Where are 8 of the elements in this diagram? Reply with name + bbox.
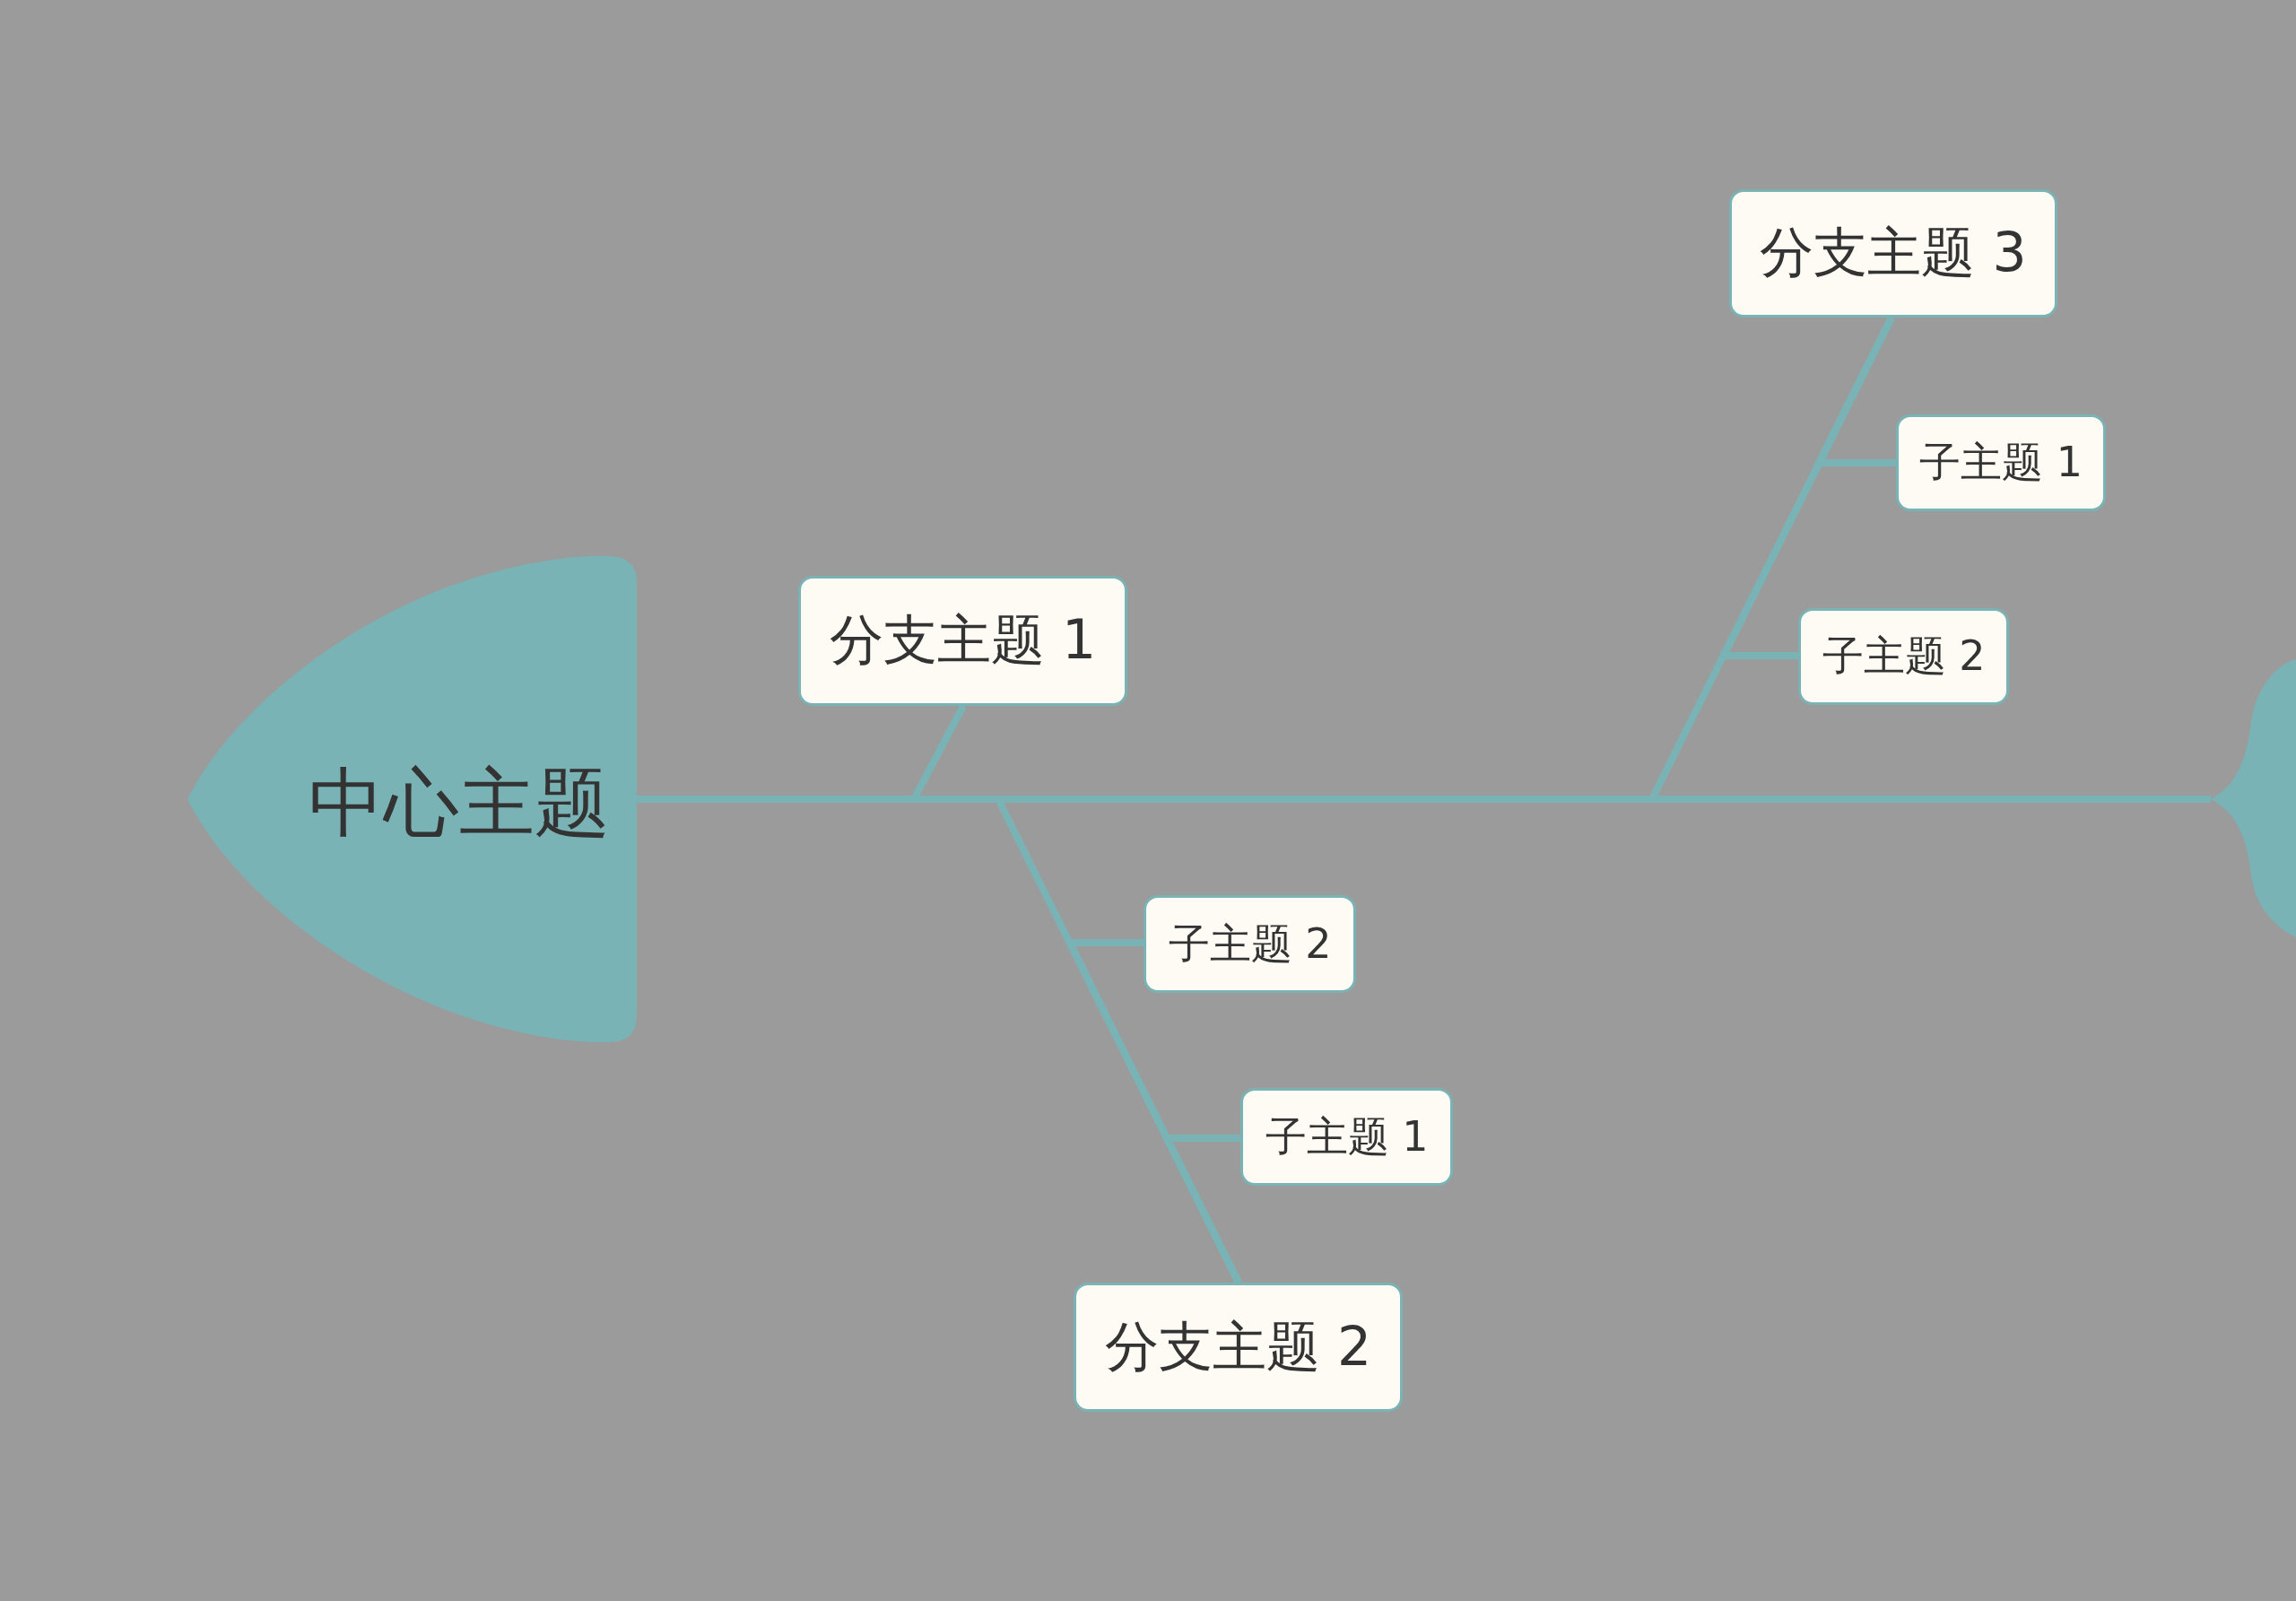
subtopic-box: 子主题 1 xyxy=(1240,1088,1453,1186)
topic-box: 分支主题 1 xyxy=(798,576,1127,706)
topic-box: 分支主题 2 xyxy=(1074,1283,1403,1412)
central-topic-text: 中心主题 xyxy=(308,758,611,848)
subtopic-box: 子主题 2 xyxy=(1144,895,1356,993)
subtopic-box: 子主题 2 xyxy=(1798,608,2009,705)
subtopic-box: 子主题 1 xyxy=(1896,414,2106,511)
topic-box: 分支主题 3 xyxy=(1729,189,2057,318)
